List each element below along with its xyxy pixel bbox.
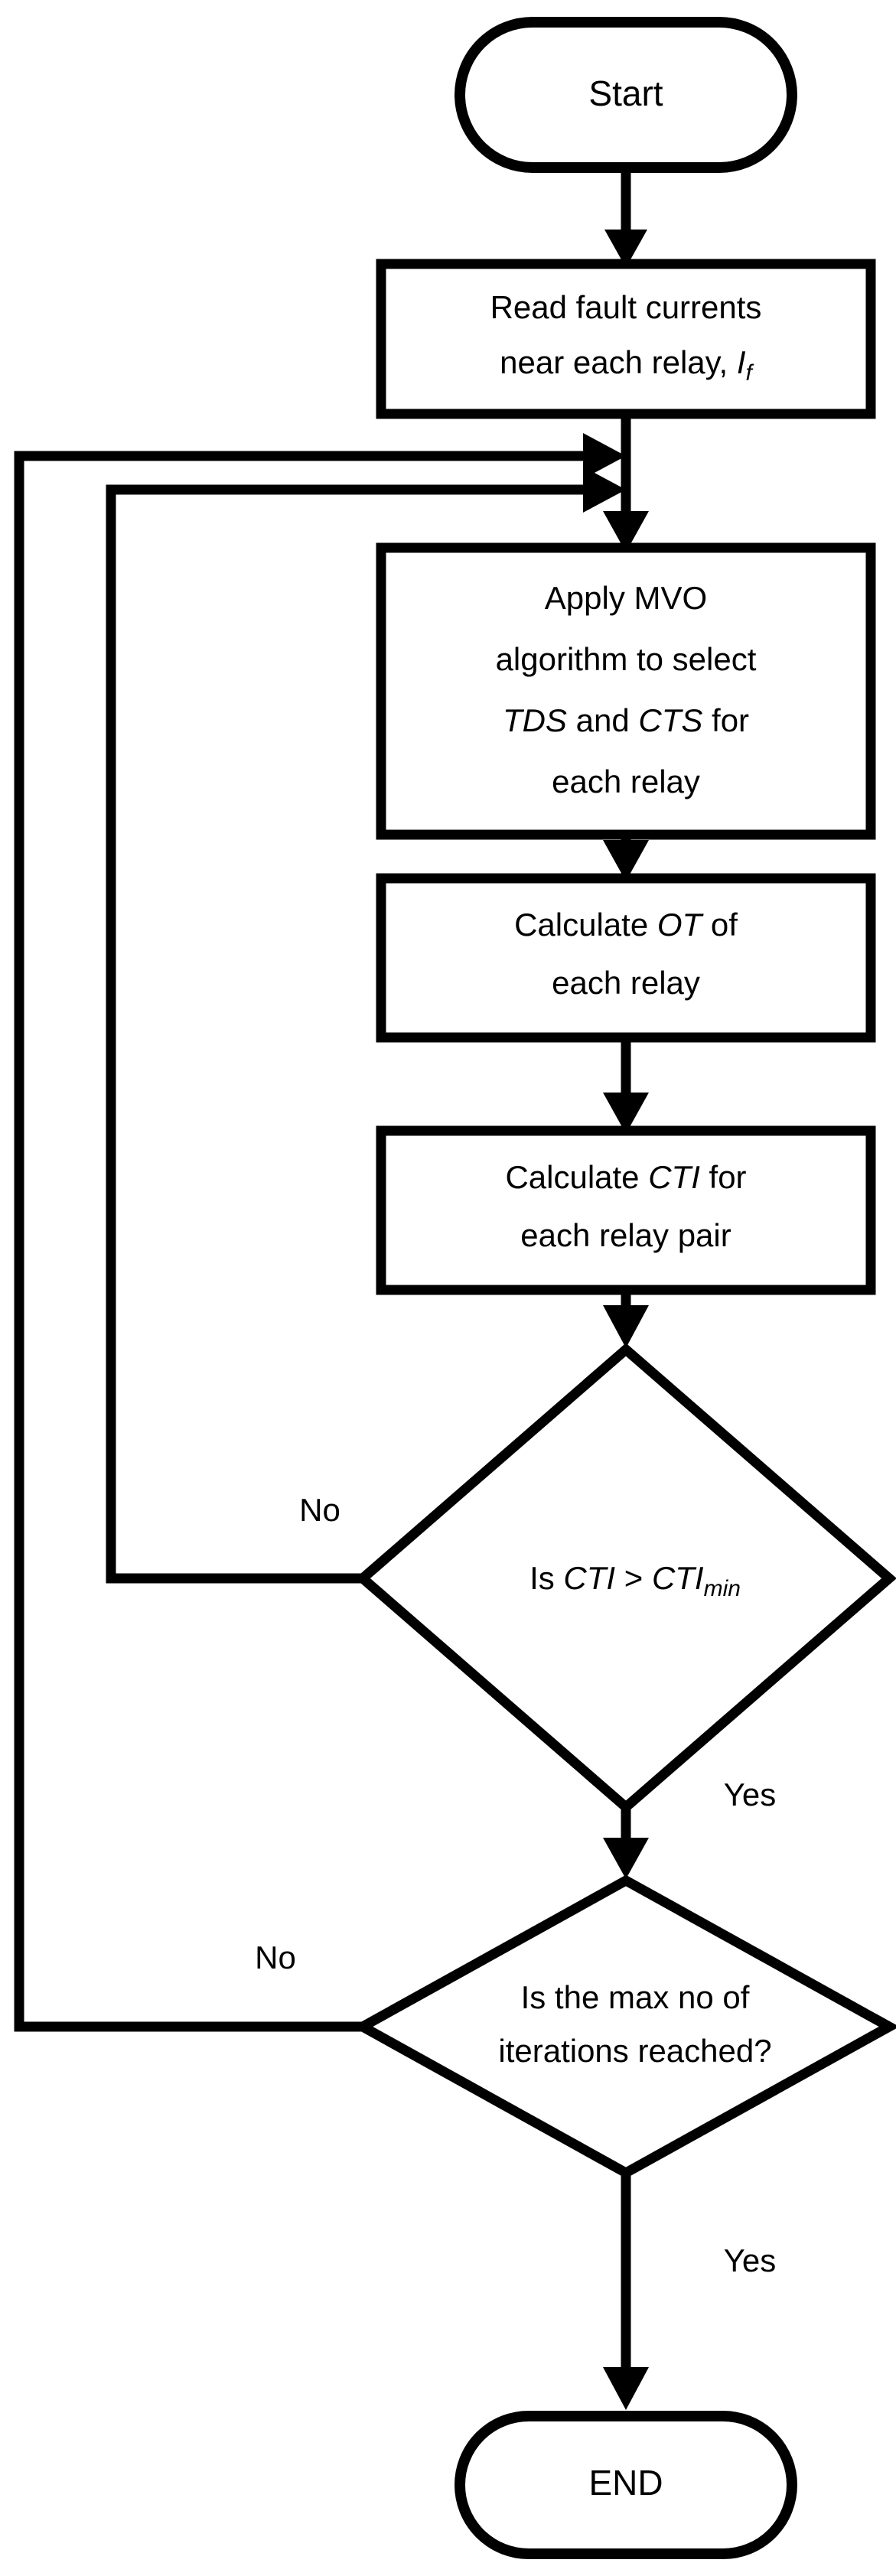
node-decision-cti-label: Is CTI > CTImin xyxy=(529,1560,741,1601)
node-cti-line2: each relay pair xyxy=(520,1217,731,1253)
node-mvo-line4: each relay xyxy=(552,764,700,800)
edge-label-cti-no: No xyxy=(299,1492,340,1528)
node-read-line1: Read fault currents xyxy=(490,289,762,325)
node-read-line2-var: I xyxy=(737,344,746,380)
node-calculate-ot[interactable]: Calculate OT of each relay xyxy=(376,873,876,1043)
node-read-line2: near each relay, If xyxy=(500,344,754,386)
node-cti-line1: Calculate CTI for xyxy=(505,1159,746,1195)
node-start[interactable]: Start xyxy=(455,17,797,173)
edge-label-iter-yes: Yes xyxy=(724,2242,777,2278)
edge-read-to-mvo xyxy=(603,413,649,552)
node-read-line2-sub: f xyxy=(746,360,754,386)
edge-ot-to-cti xyxy=(603,1037,649,1134)
decision-cti-prefix: Is xyxy=(529,1560,563,1596)
node-mvo-line3: TDS and CTS for xyxy=(503,702,749,738)
decision-cti-var2: CTI xyxy=(652,1560,704,1596)
decision-cti-var1: CTI xyxy=(563,1560,615,1596)
node-cti-line1-prefix: Calculate xyxy=(505,1159,648,1195)
edge-cti-no-feedback xyxy=(106,467,626,1584)
node-decision-iter-line2: iterations reached? xyxy=(498,2033,771,2069)
node-cti-var: CTI xyxy=(648,1159,700,1195)
node-mvo-line3-mid: and xyxy=(567,702,638,738)
node-ot-line1: Calculate OT of xyxy=(514,907,738,943)
edge-iter-yes-to-end xyxy=(603,2176,649,2410)
node-ot-line2: each relay xyxy=(552,965,700,1001)
node-decision-cti[interactable]: Is CTI > CTImin xyxy=(355,1343,896,1814)
node-mvo-var-tds: TDS xyxy=(503,702,567,738)
node-start-label: Start xyxy=(588,73,663,113)
node-mvo-line2: algorithm to select xyxy=(496,641,757,677)
node-mvo-line3-tail: for xyxy=(702,702,749,738)
node-ot-line1-prefix: Calculate xyxy=(514,907,657,943)
edge-start-to-read xyxy=(604,167,647,268)
node-calculate-cti[interactable]: Calculate CTI for each relay pair xyxy=(376,1125,876,1295)
node-cti-line1-tail: for xyxy=(700,1159,747,1195)
node-read-fault-currents[interactable]: Read fault currents near each relay, If xyxy=(376,259,876,419)
edge-cti-to-decision xyxy=(603,1291,649,1348)
edge-iter-no-feedback xyxy=(14,433,626,2032)
node-apply-mvo[interactable]: Apply MVO algorithm to select TDS and CT… xyxy=(376,542,876,840)
node-ot-line1-tail: of xyxy=(702,907,738,943)
node-decision-iterations[interactable]: Is the max no of iterations reached? xyxy=(352,1874,896,2179)
edge-label-iter-no: No xyxy=(255,1939,296,1975)
node-end[interactable]: END xyxy=(455,2411,797,2559)
decision-cti-sub: min xyxy=(704,1576,741,1601)
node-decision-iter-line1: Is the max no of xyxy=(521,1979,750,2015)
node-ot-var: OT xyxy=(657,907,705,943)
node-end-label: END xyxy=(588,2463,663,2503)
decision-cti-operator: > xyxy=(615,1560,652,1596)
edge-label-cti-yes: Yes xyxy=(724,1776,777,1812)
node-mvo-var-cts: CTS xyxy=(638,702,702,738)
node-read-line2-prefix: near each relay, xyxy=(500,344,737,380)
node-mvo-line1: Apply MVO xyxy=(545,580,707,616)
